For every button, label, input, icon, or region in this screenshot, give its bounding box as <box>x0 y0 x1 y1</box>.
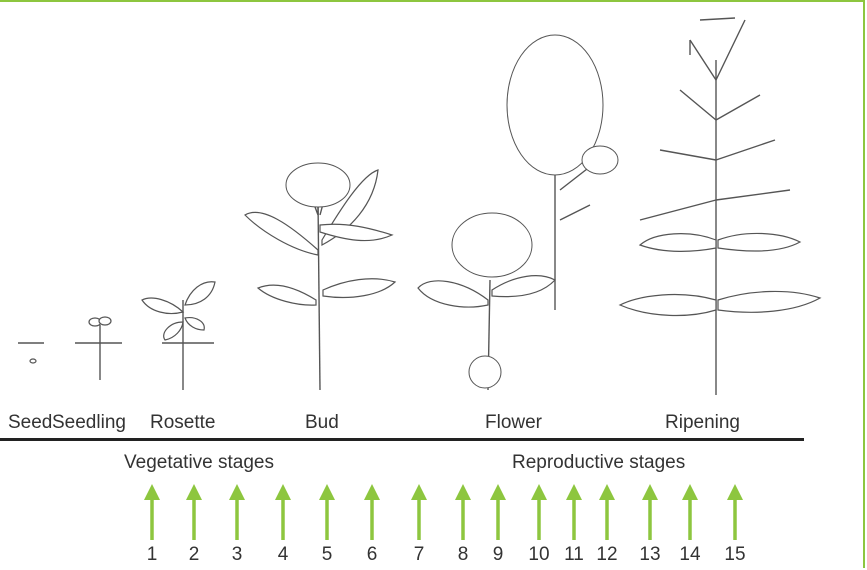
ripening-plant <box>620 18 820 395</box>
stage-number-12: 12 <box>592 544 622 566</box>
up-arrow-icon <box>229 484 245 540</box>
up-arrow-icon <box>490 484 506 540</box>
timeline-line <box>0 438 804 441</box>
up-arrow-icon <box>566 484 582 540</box>
stage-number-14: 14 <box>675 544 705 566</box>
stage-number-1: 1 <box>137 544 167 566</box>
stage-number-2: 2 <box>179 544 209 566</box>
up-arrow-icon <box>319 484 335 540</box>
stage-number-6: 6 <box>357 544 387 566</box>
plant-illustrations <box>0 0 867 410</box>
stage-number-8: 8 <box>448 544 478 566</box>
flower-plant <box>418 35 618 390</box>
stage-number-9: 9 <box>483 544 513 566</box>
up-arrow-icon <box>682 484 698 540</box>
group-label-reproductive: Reproductive stages <box>512 452 685 474</box>
stage-label-bud: Bud <box>305 412 339 434</box>
stage-number-5: 5 <box>312 544 342 566</box>
up-arrow-icon <box>727 484 743 540</box>
stage-number-15: 15 <box>720 544 750 566</box>
stage-number-13: 13 <box>635 544 665 566</box>
up-arrow-icon <box>144 484 160 540</box>
stage-label-seedling: Seedling <box>52 412 126 434</box>
stage-label-ripening: Ripening <box>665 412 740 434</box>
up-arrow-icon <box>411 484 427 540</box>
stage-label-seed: Seed <box>8 412 52 434</box>
up-arrow-icon <box>455 484 471 540</box>
group-label-vegetative: Vegetative stages <box>124 452 274 474</box>
stage-number-7: 7 <box>404 544 434 566</box>
up-arrow-icon <box>642 484 658 540</box>
stage-number-11: 11 <box>559 544 589 566</box>
stage-label-rosette: Rosette <box>150 412 215 434</box>
rosette-plant <box>142 282 215 390</box>
up-arrow-icon <box>275 484 291 540</box>
seedling-plant <box>75 317 122 380</box>
bud-plant <box>245 163 395 390</box>
up-arrow-icon <box>531 484 547 540</box>
up-arrow-icon <box>186 484 202 540</box>
stage-label-flower: Flower <box>485 412 542 434</box>
up-arrow-icon <box>599 484 615 540</box>
up-arrow-icon <box>364 484 380 540</box>
seed-plant <box>18 343 44 363</box>
stage-number-4: 4 <box>268 544 298 566</box>
stage-number-3: 3 <box>222 544 252 566</box>
stage-number-10: 10 <box>524 544 554 566</box>
